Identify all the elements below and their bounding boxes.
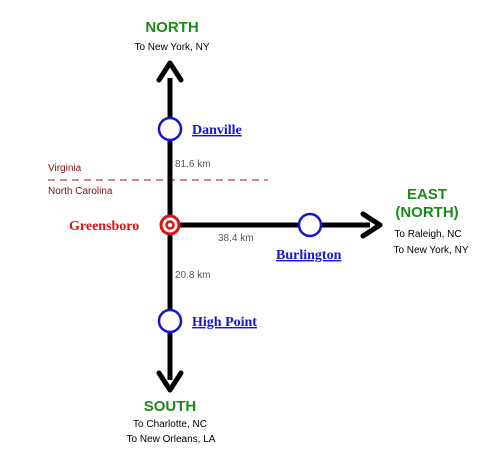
east-direction-sublabel: (NORTH) bbox=[395, 204, 458, 221]
station-link-high-point[interactable]: High Point bbox=[192, 315, 257, 330]
station-marker-high-point[interactable] bbox=[157, 308, 183, 334]
north-arrow-icon bbox=[156, 60, 184, 83]
distance-east: 38.4 km bbox=[218, 233, 254, 244]
distance-south: 20.8 km bbox=[175, 270, 211, 281]
east-destination-2: To New York, NY bbox=[393, 245, 468, 256]
east-arrow-icon bbox=[360, 211, 383, 239]
hub-label-greensboro: Greensboro bbox=[69, 219, 139, 234]
east-destination-1: To Raleigh, NC bbox=[394, 229, 461, 240]
east-direction-label: EAST bbox=[407, 186, 447, 203]
station-link-burlington[interactable]: Burlington bbox=[276, 248, 342, 263]
south-arrow-icon bbox=[156, 370, 184, 393]
north-direction-label: NORTH bbox=[145, 19, 198, 36]
south-direction-label: SOUTH bbox=[144, 398, 197, 415]
distance-north: 81.6 km bbox=[175, 159, 211, 170]
station-marker-danville[interactable] bbox=[157, 116, 183, 142]
hub-inner-ring-icon bbox=[165, 220, 175, 230]
south-destination-1: To Charlotte, NC bbox=[133, 419, 207, 430]
south-destination-2: To New Orleans, LA bbox=[127, 434, 216, 445]
border-label-virginia: Virginia bbox=[48, 163, 82, 174]
station-link-danville[interactable]: Danville bbox=[192, 123, 242, 138]
north-destination-1: To New York, NY bbox=[134, 42, 209, 53]
station-marker-burlington[interactable] bbox=[297, 212, 323, 238]
border-label-north-carolina: North Carolina bbox=[48, 186, 113, 197]
